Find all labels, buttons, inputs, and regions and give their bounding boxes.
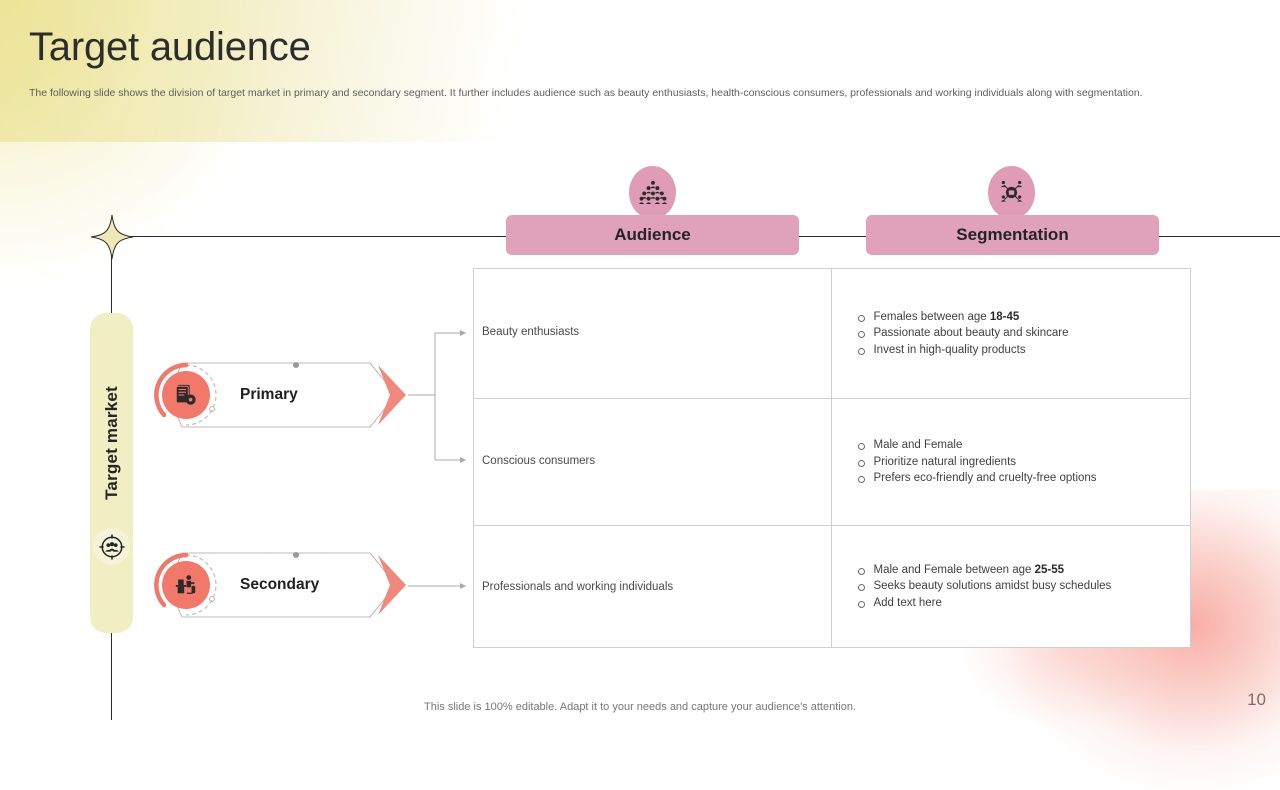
secondary-chevron-shape — [167, 552, 406, 618]
network-nodes-icon — [988, 166, 1035, 219]
segmentation-list-item: Invest in high-quality products — [856, 342, 1068, 359]
target-market-label: Target market — [101, 386, 121, 500]
segmentation-list-item: Add text here — [856, 595, 1111, 612]
segmentation-list-item: Passionate about beauty and skincare — [856, 325, 1068, 342]
segmentation-list-item: Male and Female between age 25-55 — [856, 562, 1111, 579]
column-header-segmentation-label: Segmentation — [956, 225, 1069, 244]
crowd-pyramid-icon — [629, 166, 676, 219]
segment-secondary-label: Secondary — [240, 576, 320, 593]
table-row: Professionals and working individuals Mal… — [474, 526, 1190, 647]
segmentation-list-item: Females between age 18-45 — [856, 309, 1068, 326]
page-subtitle: The following slide shows the division o… — [29, 87, 1143, 99]
segment-primary-label: Primary — [240, 386, 298, 403]
footer-note: This slide is 100% editable. Adapt it to… — [424, 701, 856, 713]
document-gear-icon — [162, 371, 210, 419]
column-header-segmentation: Segmentation — [866, 215, 1159, 255]
sparkle-icon — [90, 214, 134, 260]
secondary-badge — [154, 552, 218, 617]
segmentation-list-item: Male and Female — [856, 437, 1096, 454]
segmentation-list-item: Prioritize natural ingredients — [856, 454, 1096, 471]
primary-badge — [154, 362, 218, 427]
target-people-icon — [93, 528, 130, 565]
audience-cell: Conscious consumers — [474, 399, 833, 525]
audience-cell: Professionals and working individuals — [474, 526, 833, 647]
segmentation-list-item: Seeks beauty solutions amidst busy sched… — [856, 578, 1111, 595]
person-at-desk-icon — [162, 561, 210, 609]
segmentation-list-item: Prefers eco-friendly and cruelty-free op… — [856, 470, 1097, 487]
column-header-audience-label: Audience — [614, 225, 691, 244]
table-row: Beauty enthusiasts Females between age 18… — [474, 269, 1190, 399]
primary-chevron-shape — [167, 362, 406, 428]
target-market-rail — [90, 313, 133, 633]
background-gradient-top-left — [0, 0, 620, 142]
page-number: 10 — [1247, 690, 1266, 709]
column-header-audience: Audience — [506, 215, 799, 255]
segment-primary[interactable]: Primary — [148, 359, 413, 431]
segment-secondary[interactable]: Secondary — [148, 549, 413, 621]
audience-segmentation-table: Beauty enthusiasts Females between age 18… — [473, 268, 1191, 648]
audience-cell: Beauty enthusiasts — [474, 269, 833, 398]
page-title: Target audience — [29, 25, 311, 69]
